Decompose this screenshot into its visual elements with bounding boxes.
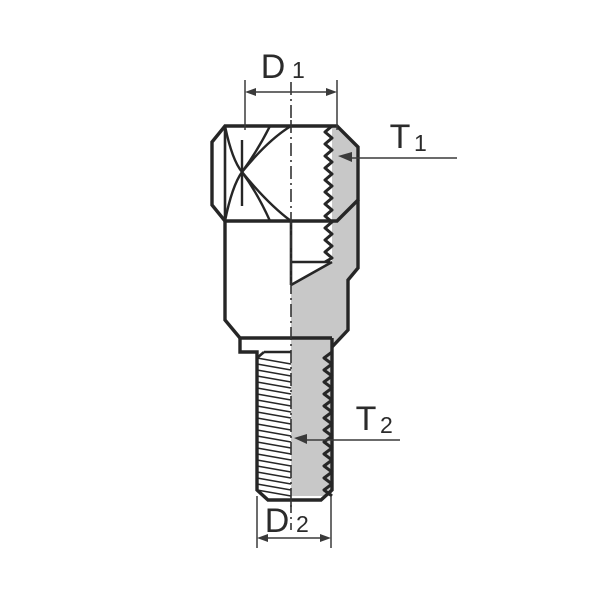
d1-label-subscript: 1 bbox=[292, 57, 305, 83]
t2-label: T bbox=[356, 400, 377, 438]
d2-arrow-right bbox=[320, 534, 331, 542]
external-thread-crest-lines bbox=[256, 350, 291, 359]
d1-arrow-left bbox=[245, 88, 256, 96]
internal-thread-profile bbox=[323, 124, 334, 264]
t2-arrow-head bbox=[294, 434, 307, 444]
t1-arrow-head bbox=[338, 152, 352, 162]
d2-label-subscript: 2 bbox=[296, 511, 309, 537]
t1-label: T bbox=[390, 118, 411, 156]
bolt-outline bbox=[210, 124, 360, 502]
callout-t1: T 1 bbox=[338, 118, 457, 162]
external-thread-profile-left bbox=[256, 357, 292, 497]
d2-label: D bbox=[265, 502, 290, 540]
d1-arrow-right bbox=[326, 88, 337, 96]
dimension-d1: D 1 bbox=[244, 48, 338, 130]
callout-t2: T 2 bbox=[294, 400, 400, 444]
d1-label: D bbox=[261, 48, 286, 86]
t2-label-subscript: 2 bbox=[380, 412, 393, 438]
dimension-d2: D 2 bbox=[256, 496, 332, 548]
external-thread-profile-right bbox=[322, 350, 334, 498]
t1-label-subscript: 1 bbox=[414, 130, 427, 156]
d2-arrow-left bbox=[257, 534, 268, 542]
